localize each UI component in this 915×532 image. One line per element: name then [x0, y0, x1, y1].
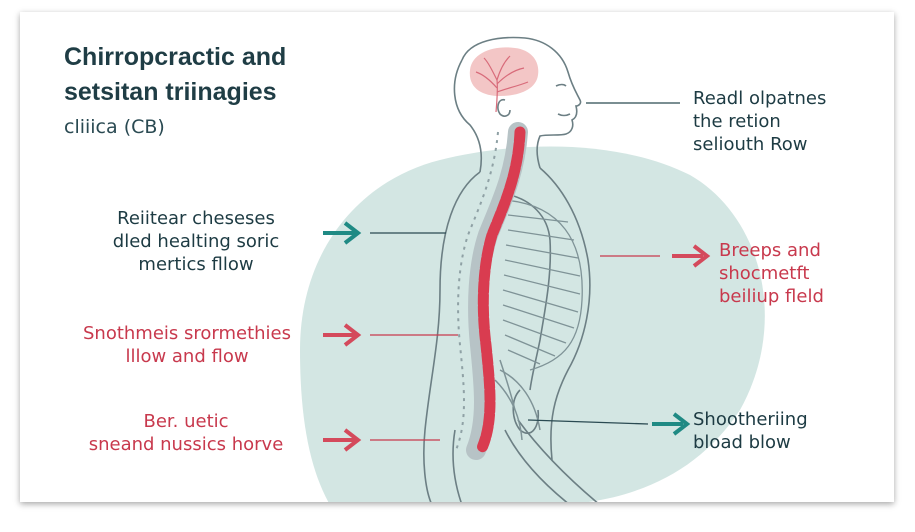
brain-nerves	[475, 55, 529, 113]
arrow-right-icon	[652, 412, 691, 436]
label-line: dled healting soric	[112, 231, 280, 252]
label-line: Shootheriing	[693, 409, 808, 430]
title-line: Chirropcractic and	[64, 43, 287, 71]
pointer-lines	[370, 102, 680, 441]
label-line: mertics fllow	[138, 254, 254, 275]
label-line: bload blow	[693, 432, 791, 453]
page-title: Chirropcractic and setsitan triinagies	[64, 40, 364, 110]
label-left-middle: Snothmeis srormethies lllow and flow	[54, 322, 320, 368]
arrow-right-icon	[323, 221, 362, 245]
label-line: sneand nussics horve	[88, 434, 284, 455]
label-right-middle: Breeps and shocmetft beiliup fleld	[719, 239, 879, 308]
arrow-right-icon	[672, 244, 711, 268]
label-line: the retion	[693, 111, 781, 132]
label-left-top: Reiitear cheseses dled healting soric me…	[80, 207, 312, 276]
spinal-cord	[476, 126, 526, 454]
label-right-top: Readl olpatnes the retion seliouth Row	[693, 87, 883, 156]
background-blob	[300, 146, 765, 502]
body-outline	[423, 36, 598, 502]
arrow-right-icon	[323, 323, 362, 347]
label-line: Snothmeis srormethies	[82, 323, 292, 344]
label-line: shocmetft	[719, 263, 810, 284]
label-line: beiliup fleld	[719, 286, 824, 307]
label-line: Ber. uetic	[143, 411, 229, 432]
label-line: lllow and flow	[125, 346, 249, 367]
label-line: Readl olpatnes	[693, 88, 827, 109]
label-line: seliouth Row	[693, 134, 808, 155]
pelvis	[494, 359, 541, 441]
label-line: Reiitear cheseses	[117, 208, 275, 229]
title-line: setsitan triinagies	[64, 78, 277, 106]
label-left-bottom: Ber. uetic sneand nussics horve	[60, 410, 312, 456]
page-subtitle: cliiica (CB)	[64, 116, 165, 138]
label-line: Breeps and	[719, 240, 821, 261]
rib-cage	[502, 199, 583, 371]
label-right-bottom: Shootheriing bload blow	[693, 408, 883, 454]
arrow-right-icon	[323, 428, 362, 452]
brain	[469, 47, 539, 96]
